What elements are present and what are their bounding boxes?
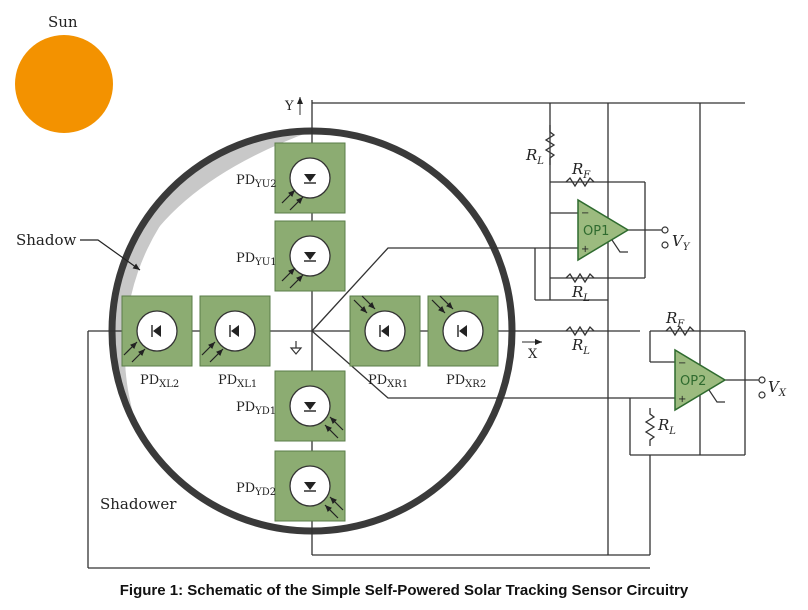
pd-xr2 xyxy=(427,295,499,367)
vx-sub: X xyxy=(778,388,787,399)
pd-labels: PDYU2 PDYU1 PDXL2 PDXL1 PDXR1 PDXR2 PDYD… xyxy=(140,173,486,498)
rf-op2-sub: F xyxy=(676,319,685,330)
output-vx: VX xyxy=(758,376,787,399)
opamp-op2: OP2 − + xyxy=(674,348,727,412)
sun-label: Sun xyxy=(48,13,78,31)
figure-caption: Figure 1: Schematic of the Simple Self-P… xyxy=(119,582,689,599)
resistor-rf-op2 xyxy=(665,325,695,337)
pd-yu1-sub: YU1 xyxy=(254,257,276,268)
svg-text:RL: RL xyxy=(657,416,676,437)
pd-xl1-sub: XL1 xyxy=(237,379,257,390)
resistor-rl-mid xyxy=(565,325,595,337)
sun-disc xyxy=(15,35,113,133)
pd-yd2 xyxy=(274,450,346,522)
vy-main: V xyxy=(672,232,685,250)
rl-op2-main: R xyxy=(657,416,669,434)
opamp-op1: OP1 − + xyxy=(577,198,630,262)
pd-xr2-main: PD xyxy=(446,373,465,388)
svg-text:RL: RL xyxy=(571,283,590,304)
pd-xl2-sub: XL2 xyxy=(159,379,179,390)
pd-yu2-main: PD xyxy=(236,173,255,188)
svg-text:PDYU2: PDYU2 xyxy=(236,173,277,190)
op1-minus: − xyxy=(581,208,589,219)
rl-top-sub: L xyxy=(536,156,544,167)
pd-yd1 xyxy=(274,370,346,442)
pd-xr1-sub: XR1 xyxy=(387,379,408,390)
sun: Sun xyxy=(15,13,113,133)
pd-yu1-main: PD xyxy=(236,251,255,266)
resistor-rl-op2 xyxy=(644,408,656,446)
y-axis-label: Y xyxy=(284,99,294,114)
svg-text:PDXR1: PDXR1 xyxy=(368,373,408,390)
shadower-label: Shadower xyxy=(100,495,177,513)
photodiodes xyxy=(121,142,499,522)
op2-label: OP2 xyxy=(680,374,706,389)
pd-xl2 xyxy=(121,295,193,367)
svg-text:RF: RF xyxy=(665,309,685,330)
svg-text:VX: VX xyxy=(768,378,787,399)
rf-op2-main: R xyxy=(665,309,677,327)
rl-mid-main: R xyxy=(571,336,583,354)
ground-symbol xyxy=(289,341,303,355)
pd-xr1-main: PD xyxy=(368,373,387,388)
op1-plus: + xyxy=(581,244,589,255)
svg-text:PDXL1: PDXL1 xyxy=(218,373,257,390)
rl-op1-sub: L xyxy=(582,293,590,304)
rl-op1-main: R xyxy=(571,283,583,301)
shadow-label: Shadow xyxy=(16,231,77,249)
svg-text:RF: RF xyxy=(571,160,591,181)
rl-top-main: R xyxy=(525,146,537,164)
axis-labels: Y X xyxy=(284,97,542,362)
svg-text:RL: RL xyxy=(571,336,590,357)
pd-yd1-sub: YD1 xyxy=(254,406,276,417)
shadow-annotation: Shadow xyxy=(16,231,141,271)
pd-yu2-sub: YU2 xyxy=(254,179,276,190)
pd-xl1 xyxy=(199,295,271,367)
pd-xr1 xyxy=(349,295,421,367)
resistor-rf-op1 xyxy=(565,176,595,188)
resistor-rl-op1 xyxy=(565,272,595,284)
pd-xl1-main: PD xyxy=(218,373,237,388)
pd-yd2-sub: YD2 xyxy=(254,487,276,498)
resistor-rl-top xyxy=(544,125,556,165)
rf-op1-sub: F xyxy=(582,170,591,181)
svg-text:PDYD2: PDYD2 xyxy=(236,481,276,498)
pd-xl2-main: PD xyxy=(140,373,159,388)
vy-sub: Y xyxy=(683,242,691,253)
pd-xr2-sub: XR2 xyxy=(465,379,486,390)
output-vy: VY xyxy=(661,226,691,253)
pd-yu2 xyxy=(274,142,346,214)
svg-text:PDXR2: PDXR2 xyxy=(446,373,486,390)
svg-text:PDYU1: PDYU1 xyxy=(236,251,277,268)
svg-text:PDYD1: PDYD1 xyxy=(236,400,276,417)
svg-text:RL: RL xyxy=(525,146,544,167)
svg-text:VY: VY xyxy=(672,232,691,253)
rf-op1-main: R xyxy=(571,160,583,178)
rl-op2-sub: L xyxy=(668,426,676,437)
resistor-labels: RL RF RL RL RF RL xyxy=(525,146,685,437)
op2-plus: + xyxy=(678,394,686,405)
svg-text:PDXL2: PDXL2 xyxy=(140,373,179,390)
pd-yu1 xyxy=(274,220,346,292)
op1-label: OP1 xyxy=(583,224,609,239)
x-axis-label: X xyxy=(528,347,538,362)
vx-main: V xyxy=(768,378,781,396)
pd-yd1-main: PD xyxy=(236,400,255,415)
pd-yd2-main: PD xyxy=(236,481,255,496)
shadow-region xyxy=(114,131,312,420)
op2-minus: − xyxy=(678,358,686,369)
rl-mid-sub: L xyxy=(582,346,590,357)
